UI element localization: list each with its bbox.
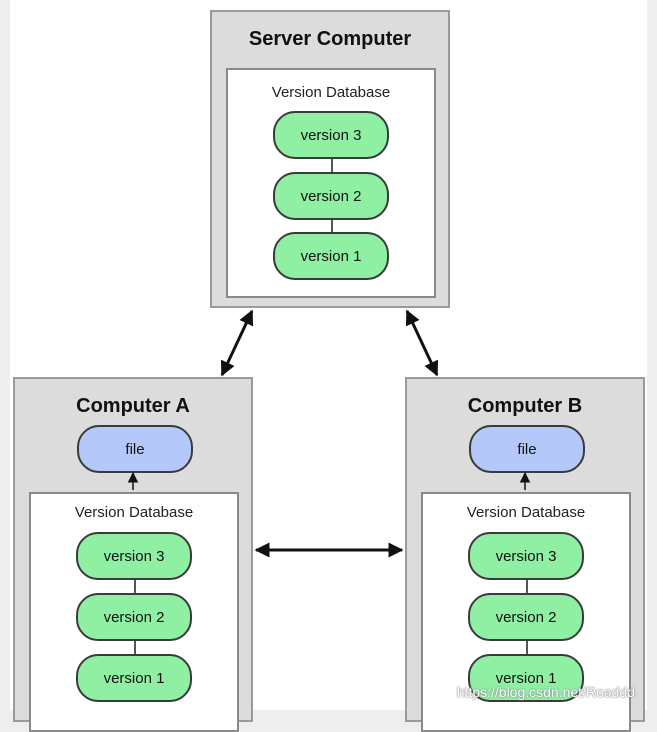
server-version-2: version 2 [273, 172, 389, 220]
server-db-title: Version Database [271, 84, 391, 101]
computer-a-title: Computer A [76, 395, 190, 417]
computer-a-version-1: version 1 [76, 654, 192, 702]
server-computer-title: Server Computer [248, 28, 412, 50]
computer-b-version-2: version 2 [468, 593, 584, 641]
connection-arrows [127, 309, 531, 558]
computer-a-version-3: version 3 [76, 532, 192, 580]
server-version-1: version 1 [273, 232, 389, 280]
server-to-computer-a-arrow [220, 309, 254, 377]
computer-a-db-title: Version Database [74, 504, 194, 521]
computer-b-version-3: version 3 [468, 532, 584, 580]
computer-b-box: Computer B file Version Database version… [405, 377, 645, 732]
computer-b-version-database: Version Database version 3 version 2 ver… [421, 492, 631, 732]
computer-a-box: Computer A file Version Database version… [13, 377, 253, 732]
server-to-computer-b-arrow [405, 309, 439, 377]
computer-b-title: Computer B [467, 395, 583, 417]
server-version-3: version 3 [273, 111, 389, 159]
diagram-canvas: Server Computer Version Database version… [10, 0, 647, 732]
watermark-text: https://blog.csdn.net/Roaddd [456, 684, 635, 700]
computer-a-version-database: Version Database version 3 version 2 ver… [29, 492, 239, 732]
computer-b-db-title: Version Database [466, 504, 586, 521]
computer-a-file: file [77, 425, 193, 473]
computer-a-version-2: version 2 [76, 593, 192, 641]
computer-b-file: file [469, 425, 585, 473]
computer-b-version-1: version 1 [468, 654, 584, 702]
server-computer-box: Server Computer Version Database version… [210, 10, 450, 308]
server-version-database: Version Database version 3 version 2 ver… [226, 68, 436, 298]
